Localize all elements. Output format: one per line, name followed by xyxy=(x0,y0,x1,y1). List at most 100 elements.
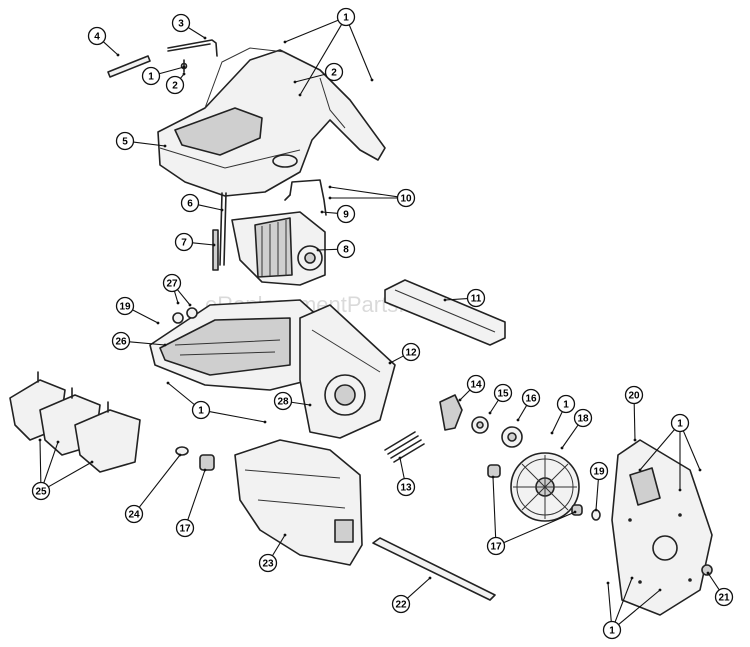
callout-label: 4 xyxy=(94,32,100,43)
callout-circle xyxy=(174,232,194,252)
leader-line xyxy=(444,297,468,301)
callout-c17b: 17 xyxy=(486,475,577,556)
leader-line xyxy=(639,429,675,471)
part-16-pulley xyxy=(501,426,523,448)
callout-c21: 21 xyxy=(706,571,734,607)
leader-endpoint xyxy=(166,381,170,385)
leader-endpoint xyxy=(491,475,495,479)
leader-endpoint xyxy=(398,456,402,460)
callout-circle xyxy=(336,7,356,27)
callout-c28: 28 xyxy=(273,391,312,411)
part-3-rod xyxy=(167,39,218,57)
leader-line xyxy=(159,66,185,75)
callout-circle xyxy=(336,239,356,259)
leader-line xyxy=(492,476,497,538)
leader-line xyxy=(489,399,499,414)
callout-c18: 18 xyxy=(560,408,593,450)
callout-circle xyxy=(324,62,344,82)
callout-label: 27 xyxy=(166,279,178,290)
callout-label: 17 xyxy=(490,542,502,553)
part-25-auger-paddles xyxy=(9,371,141,473)
leader-line xyxy=(329,186,398,198)
callout-label: 14 xyxy=(470,380,482,391)
callout-circle xyxy=(162,273,182,293)
leader-line xyxy=(192,242,215,246)
leader-line xyxy=(291,401,311,406)
callout-circle xyxy=(171,13,191,33)
part-8-motor xyxy=(231,211,326,286)
part-11-scraper-bar xyxy=(384,279,506,346)
leader-endpoint xyxy=(698,468,702,472)
callout-c1a: 1 xyxy=(283,7,374,97)
leader-endpoint xyxy=(203,36,207,40)
callout-label: 3 xyxy=(178,19,184,30)
leader-line xyxy=(299,24,343,96)
callout-circle xyxy=(115,296,135,316)
leader-endpoint xyxy=(182,65,186,69)
leader-line xyxy=(607,582,612,622)
leader-line xyxy=(129,341,166,346)
part-17-bearing-left xyxy=(199,454,215,471)
callout-label: 12 xyxy=(405,348,417,359)
leader-endpoint xyxy=(458,398,462,402)
leader-endpoint xyxy=(488,411,492,415)
leader-line xyxy=(682,430,701,471)
callout-c25: 25 xyxy=(31,438,94,501)
callout-label: 1 xyxy=(677,419,683,430)
leader-endpoint xyxy=(630,576,634,580)
part-24-washer xyxy=(175,446,189,456)
leader-endpoint xyxy=(178,453,182,457)
part-4-pin xyxy=(107,55,151,78)
callout-c10: 10 xyxy=(328,185,416,208)
leader-line xyxy=(133,141,166,147)
callout-label: 11 xyxy=(471,294,482,305)
callout-c6: 6 xyxy=(180,193,224,213)
leader-endpoint xyxy=(56,440,60,444)
callout-label: 1 xyxy=(148,72,154,83)
callout-circle xyxy=(521,388,541,408)
leader-endpoint xyxy=(116,53,120,57)
callout-circle xyxy=(111,331,131,351)
callout-c26: 26 xyxy=(111,331,167,351)
leader-line xyxy=(39,439,42,483)
leader-endpoint xyxy=(38,438,42,442)
callout-circle xyxy=(191,400,211,420)
callout-label: 23 xyxy=(262,559,274,570)
leader-line xyxy=(633,403,636,441)
leader-line xyxy=(406,577,431,599)
leader-endpoint xyxy=(594,508,598,512)
callout-c1f: 1 xyxy=(602,576,662,640)
part-15-bearing xyxy=(471,416,489,434)
leader-line xyxy=(43,441,59,484)
leader-endpoint xyxy=(328,185,332,189)
callout-c5: 5 xyxy=(115,131,167,151)
leader-endpoint xyxy=(283,40,287,44)
callout-label: 21 xyxy=(718,593,730,604)
callout-c19a: 19 xyxy=(115,296,160,325)
part-13-spring xyxy=(384,431,425,463)
callout-c1e: 1 xyxy=(638,413,702,492)
callout-c27: 27 xyxy=(162,273,192,307)
leader-line xyxy=(284,19,339,43)
callout-c8: 8 xyxy=(316,239,356,259)
leader-line xyxy=(614,577,633,623)
leader-endpoint xyxy=(560,446,564,450)
part-21-nut xyxy=(701,564,713,576)
leader-endpoint xyxy=(638,468,642,472)
callout-c2b: 2 xyxy=(165,72,186,95)
leader-line xyxy=(132,309,159,324)
callout-circle xyxy=(336,204,356,224)
callout-label: 8 xyxy=(343,245,349,256)
leader-endpoint xyxy=(443,298,447,302)
leader-line xyxy=(173,290,179,304)
part-5-upper-housing xyxy=(157,47,386,197)
callout-label: 19 xyxy=(593,467,605,478)
leader-endpoint xyxy=(516,418,520,422)
leader-endpoint xyxy=(573,510,577,514)
part-18-large-pulley xyxy=(510,452,580,522)
callout-label: 2 xyxy=(331,68,337,79)
callout-c17a: 17 xyxy=(175,468,207,538)
callout-label: 1 xyxy=(198,406,204,417)
callout-c22: 22 xyxy=(391,576,432,614)
